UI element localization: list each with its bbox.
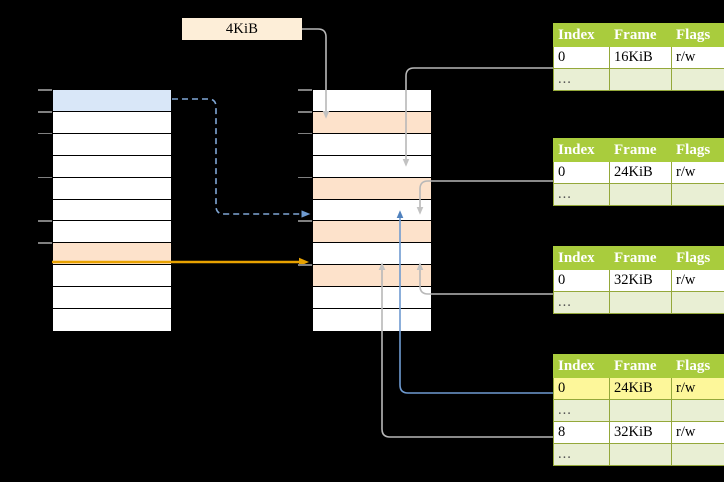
page-table-3-cell: r/w — [671, 269, 724, 292]
virtual-address-space-tick — [38, 220, 52, 223]
physical-address-space-tick — [298, 89, 312, 91]
page-table-1-header-frame: Frame — [609, 23, 672, 47]
page-table-2-header-index: Index — [553, 138, 610, 162]
virtual-address-space-row-11 — [53, 309, 171, 331]
wire-pt2-to-frame — [416, 180, 553, 215]
page-table-3-cell — [671, 291, 724, 314]
page-table-1-cell — [609, 68, 672, 91]
physical-address-space-row-9 — [313, 265, 431, 288]
page-table-3-cell: 0 — [553, 269, 610, 292]
physical-address-space-column — [312, 89, 432, 331]
page-table-4-cell: 0 — [553, 377, 610, 400]
page-table-2-cell: r/w — [671, 161, 724, 184]
page-table-1-cell: r/w — [671, 46, 724, 69]
page-table-4-cell: ... — [553, 399, 610, 422]
page-table-4-header-index: Index — [553, 354, 610, 378]
virtual-address-space-row-7 — [53, 221, 171, 244]
virtual-address-space-row-9 — [53, 265, 171, 288]
page-table-4-cell — [671, 399, 724, 422]
physical-address-space-row-2 — [313, 111, 431, 134]
page-table-4-header-frame: Frame — [609, 354, 672, 378]
physical-address-space-tick — [298, 176, 312, 179]
physical-address-space-row-6 — [313, 199, 431, 222]
page-table-2-cell — [671, 183, 724, 206]
page-table-2-cell: ... — [553, 183, 610, 206]
page-table-1-header-index: Index — [553, 23, 610, 47]
page-table-3-header-flags: Flags — [671, 246, 724, 270]
page-table-1-cell: 16KiB — [609, 46, 672, 69]
virtual-address-space-row-6 — [53, 199, 171, 222]
page-table-2-cell: 24KiB — [609, 161, 672, 184]
page-table-2-header-flags: Flags — [671, 138, 724, 162]
physical-address-space-tick — [298, 220, 312, 223]
page-table-4-row: ... — [553, 399, 724, 422]
wire-virt-to-phys-dashed — [172, 98, 311, 218]
virtual-address-space-row-2 — [53, 111, 171, 134]
page-table-4-cell: r/w — [671, 377, 724, 400]
page-table-4-header-flags: Flags — [671, 354, 724, 378]
page-table-3-cell — [609, 291, 672, 314]
virtual-address-space-tick — [38, 176, 52, 179]
page-table-4-cell — [609, 399, 672, 422]
page-table-4-cell: r/w — [671, 421, 724, 444]
virtual-address-space-column — [52, 89, 172, 331]
physical-address-space-tick — [298, 110, 312, 113]
virtual-address-space-tick — [38, 132, 52, 135]
page-table-1-header-flags: Flags — [671, 23, 724, 47]
physical-address-space-tick — [298, 264, 312, 266]
virtual-address-space-tick — [38, 89, 52, 91]
physical-address-space-tick — [298, 132, 312, 135]
physical-address-space-row-1 — [313, 90, 431, 112]
page-table-3-header-index: Index — [553, 246, 610, 270]
page-table-4-cell — [609, 443, 672, 466]
page-table-1-cell: 0 — [553, 46, 610, 69]
page-table-1-cell — [671, 68, 724, 91]
page-table-4-row: ... — [553, 443, 724, 466]
page-table-1-cell: ... — [553, 68, 610, 91]
physical-address-space-row-5 — [313, 177, 431, 200]
page-table-3-row: ... — [553, 291, 724, 314]
physical-address-space-row-3 — [313, 133, 431, 156]
page-table-4-cell: ... — [553, 443, 610, 466]
virtual-address-space-row-3 — [53, 133, 171, 156]
page-table-4-cell: 32KiB — [609, 421, 672, 444]
page-table-4-cell: 8 — [553, 421, 610, 444]
page-table-2-cell: 0 — [553, 161, 610, 184]
page-size-label: 4KiB — [182, 18, 302, 40]
virtual-address-space-tick — [38, 110, 52, 113]
page-table-3-header-frame: Frame — [609, 246, 672, 270]
page-table-4-cell: 24KiB — [609, 377, 672, 400]
wire-pt3-to-frame — [416, 262, 553, 295]
virtual-address-space-tick — [38, 242, 52, 244]
page-table-2-row: ... — [553, 183, 724, 206]
page-table-3-cell: ... — [553, 291, 610, 314]
physical-address-space-row-7 — [313, 221, 431, 244]
physical-address-space-row-10 — [313, 287, 431, 310]
physical-address-space-row-8 — [313, 243, 431, 266]
virtual-address-space-row-8 — [53, 243, 171, 266]
page-table-4-cell — [671, 443, 724, 466]
page-table-3-cell: 32KiB — [609, 269, 672, 292]
virtual-address-space-row-1 — [53, 90, 171, 112]
physical-address-space-row-4 — [313, 155, 431, 178]
virtual-address-space-row-5 — [53, 177, 171, 200]
page-table-1-row: ... — [553, 68, 724, 91]
page-table-2-cell — [609, 183, 672, 206]
virtual-address-space-row-10 — [53, 287, 171, 310]
virtual-address-space-row-4 — [53, 155, 171, 178]
physical-address-space-row-11 — [313, 309, 431, 331]
page-table-2-header-frame: Frame — [609, 138, 672, 162]
